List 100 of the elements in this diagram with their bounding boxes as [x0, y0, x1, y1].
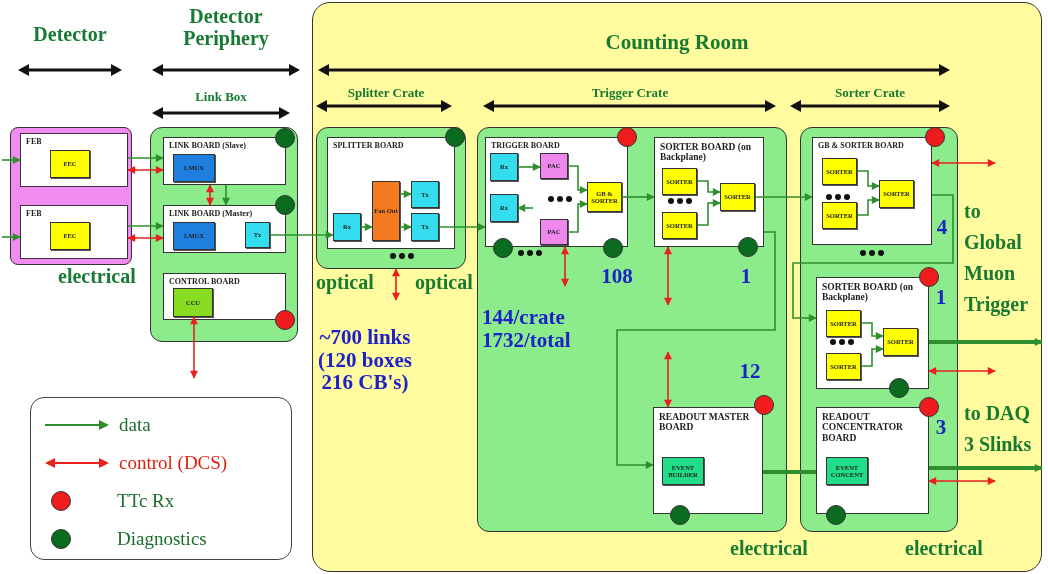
board-box [20, 205, 128, 259]
chip-box [662, 212, 697, 239]
data-arrow [222, 184, 230, 206]
data-arrow [792, 194, 954, 322]
chip-box [822, 158, 857, 185]
chip-box [411, 213, 439, 241]
control-arrow [127, 166, 164, 174]
area-label: Detector [32, 24, 108, 46]
control-arrow [206, 184, 214, 206]
data-arrow [127, 222, 164, 230]
board-title: LINK BOARD (Master) [169, 210, 253, 219]
data-arrow [127, 154, 164, 162]
data-arrow [696, 180, 721, 196]
board-box [816, 407, 929, 514]
module-panel [10, 127, 132, 265]
data-arrow [616, 231, 776, 469]
crate-panel [800, 127, 958, 532]
chip-box [490, 194, 518, 222]
data-arrow [399, 190, 412, 198]
legend-label: data [119, 414, 151, 436]
crate-panel [316, 127, 466, 269]
data-arrow [754, 193, 813, 201]
area-label: 144/crate 1732/total [482, 306, 572, 352]
control-arrow [928, 477, 996, 485]
data-arrow [929, 464, 1043, 472]
area-label: optical [415, 272, 474, 294]
area-label: Splitter Crate [346, 86, 426, 101]
board-box [812, 137, 932, 245]
chip-box [662, 168, 697, 195]
chip-box [822, 202, 857, 229]
control-arrow [928, 367, 996, 375]
area-label: 12 [738, 360, 762, 383]
chip-box [245, 222, 270, 248]
chip-box [883, 328, 918, 356]
area-label: to Global Muon Trigger [964, 199, 1030, 318]
chip-box [490, 153, 518, 181]
data-arrow [621, 193, 655, 201]
data-arrow [929, 338, 1043, 346]
board-title: FEB [26, 138, 42, 147]
chip-box [173, 288, 213, 317]
board-title: FEB [26, 210, 42, 219]
board-box [163, 273, 286, 320]
area-label: 108 [600, 265, 634, 288]
data-arrow [517, 204, 534, 212]
data-arrow [1, 233, 21, 241]
data-arrow [567, 200, 588, 233]
area-label: to DAQ 3 Slinks [964, 401, 1033, 457]
area-label: electrical [730, 538, 809, 560]
chip-box [540, 219, 568, 245]
board-title: CONTROL BOARD [169, 278, 240, 287]
chip-box [587, 182, 622, 212]
board-box [163, 137, 286, 185]
legend-label: TTc Rx [117, 490, 175, 512]
board-title: SPLITTER BOARD [333, 142, 404, 151]
area-label: Trigger Crate [590, 86, 670, 101]
crate-panel [477, 127, 787, 532]
chip-box [50, 150, 90, 178]
board-title: TRIGGER BOARD [491, 142, 560, 151]
data-arrow [567, 165, 588, 194]
area-label: 1 [934, 286, 948, 309]
chip-box [826, 310, 861, 337]
control-arrow [561, 246, 569, 287]
chip-box [720, 183, 755, 211]
data-arrow [860, 322, 884, 340]
data-arrow [517, 163, 541, 171]
board-box [485, 137, 628, 247]
chip-box [879, 180, 914, 208]
chip-box [372, 181, 400, 241]
data-arrow [860, 345, 884, 367]
control-arrow [664, 246, 672, 306]
area-title: Counting Room [605, 31, 749, 55]
area-label: 4 [935, 216, 949, 239]
board-title: GB & SORTER BOARD [818, 142, 904, 151]
data-arrow [856, 196, 880, 216]
area-label: Detector Periphery [182, 6, 270, 50]
area-label: ~700 links (120 boxes 216 CB's) [317, 326, 413, 394]
area-label: Sorter Crate [833, 86, 907, 101]
area-label: electrical [905, 538, 984, 560]
data-arrow [856, 170, 880, 190]
legend-label: control (DCS) [119, 452, 228, 474]
data-arrow [360, 223, 373, 231]
area-label: optical [316, 272, 375, 294]
board-title: READOUT MASTER BOARD [659, 412, 751, 433]
control-arrow [190, 316, 198, 379]
chip-box [333, 213, 361, 241]
chip-box [826, 353, 861, 380]
board-box [653, 407, 763, 514]
chip-box [173, 154, 215, 182]
chip-box [50, 222, 90, 250]
board-title: SORTER BOARD (on Backplane) [660, 142, 752, 163]
data-arrow [1, 156, 21, 164]
crate-panel [150, 127, 298, 342]
board-box [816, 277, 929, 389]
area-label: electrical [58, 266, 137, 288]
chip-box [540, 153, 568, 179]
room-panel [312, 2, 1042, 572]
chip-box [411, 181, 439, 208]
board-box [163, 205, 286, 253]
area-label: 3 [934, 416, 948, 439]
data-arrow [696, 199, 721, 226]
